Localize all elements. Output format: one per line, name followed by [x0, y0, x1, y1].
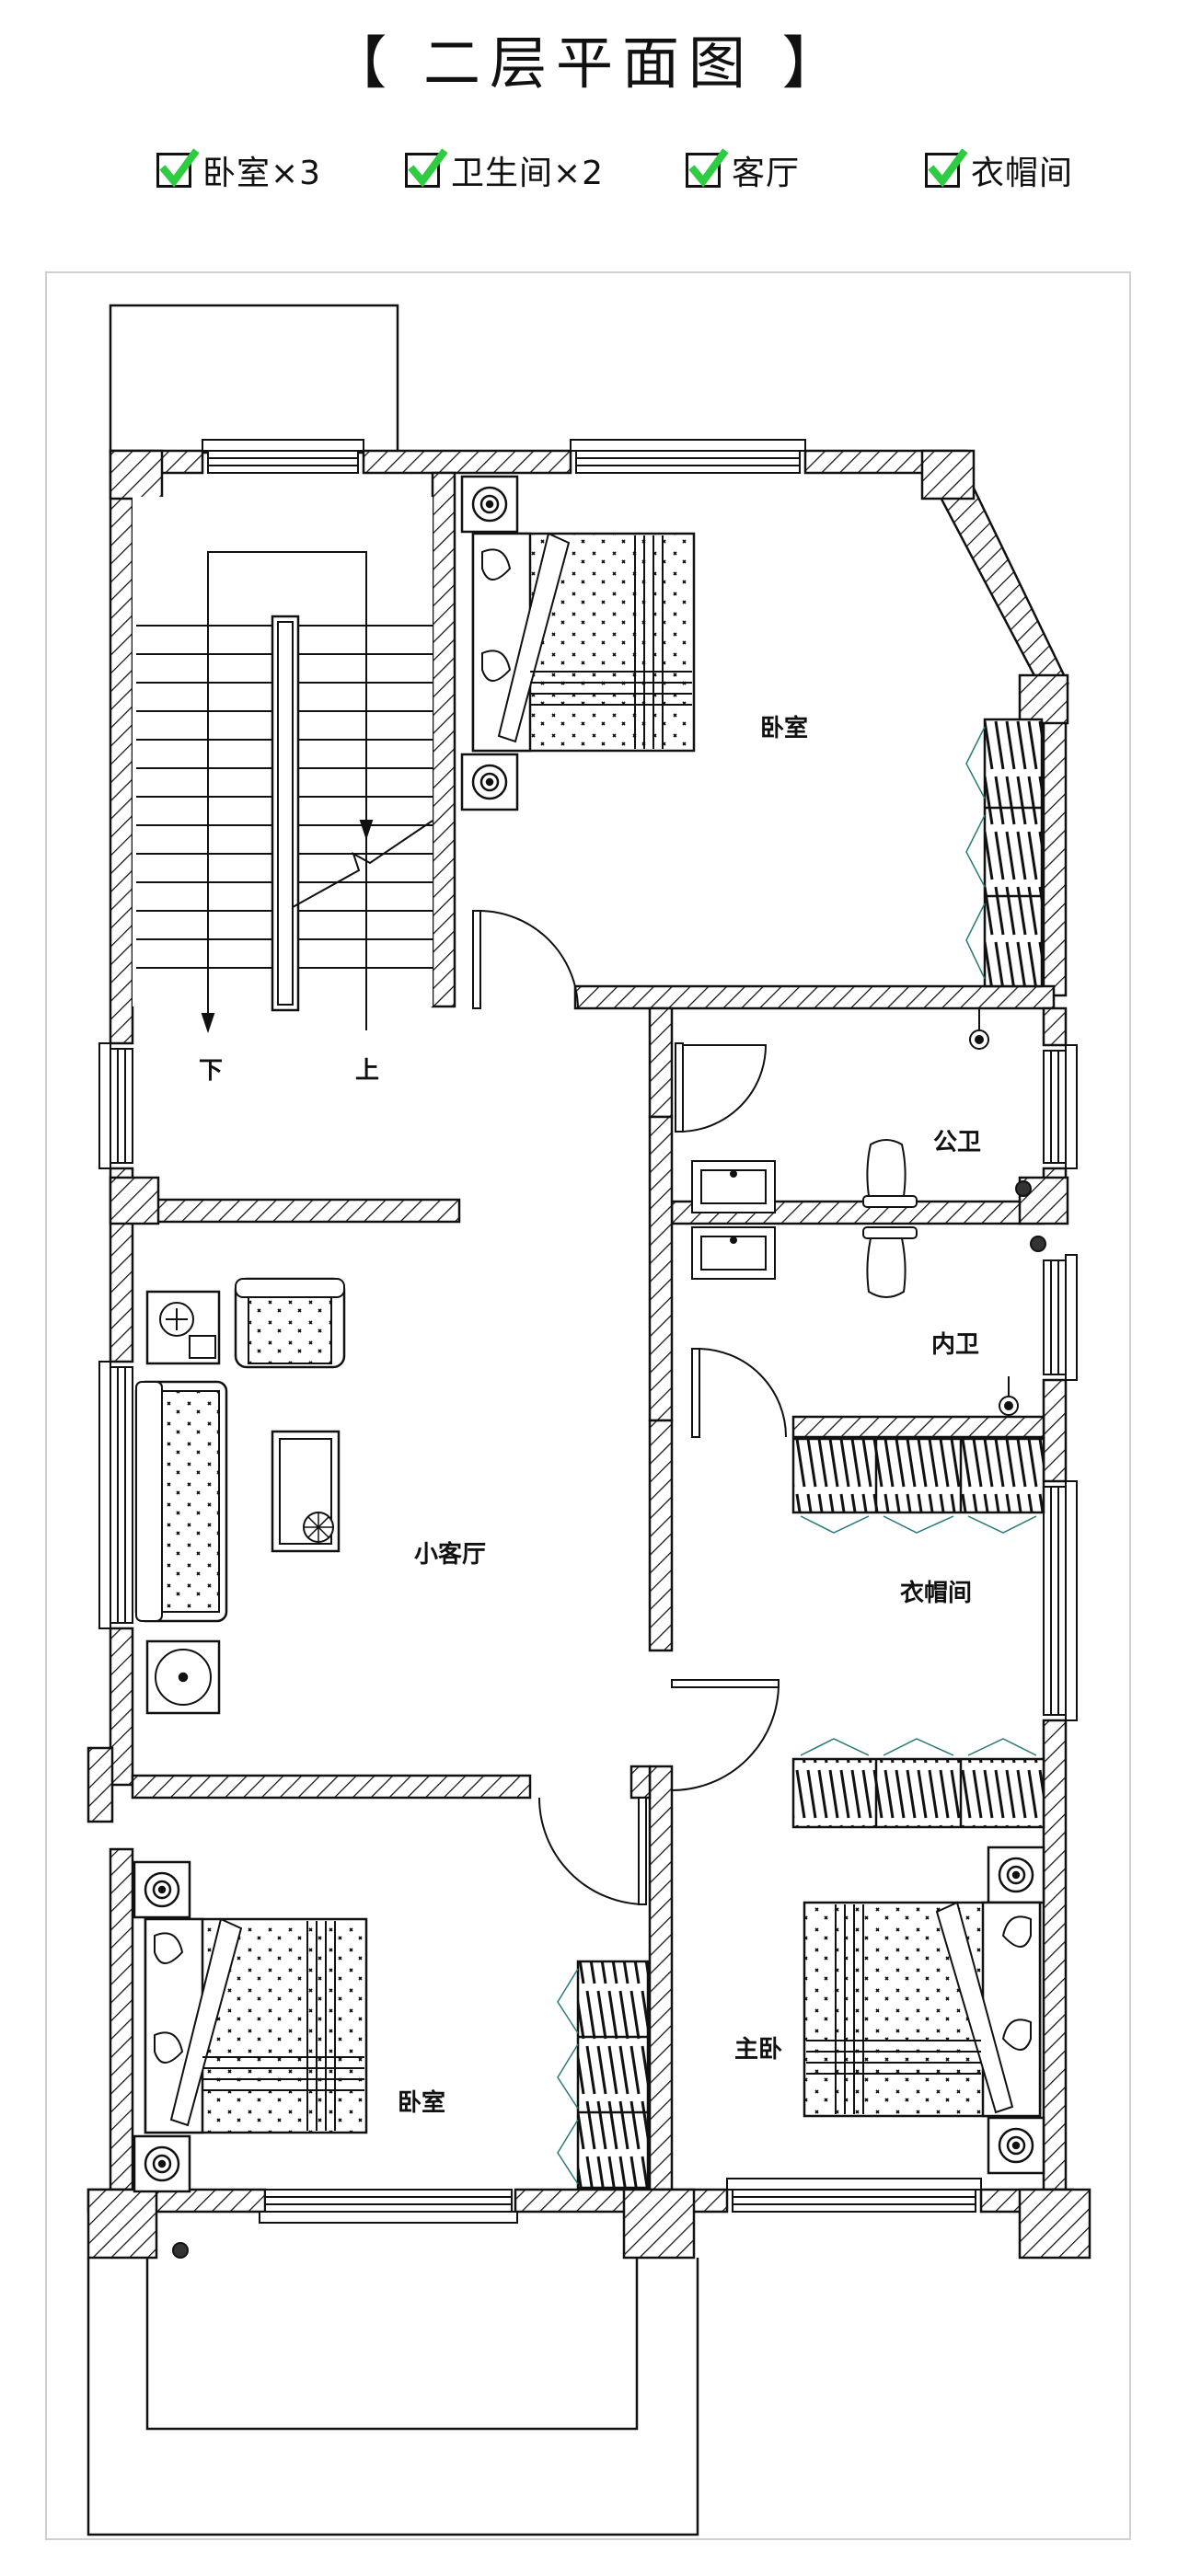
bed-master — [803, 1846, 1045, 2175]
windows — [98, 439, 1078, 2224]
closet-rack-upper — [791, 1437, 1045, 1514]
top-balcony — [109, 304, 399, 454]
checkbox-icon — [156, 148, 200, 188]
feature-label: 衣帽间 — [971, 155, 1074, 192]
living-furniture — [134, 1277, 346, 1715]
nightstand — [460, 753, 519, 811]
label-bedroom-bottom: 卧室 — [398, 2088, 445, 2117]
wardrobe-top-bedroom — [983, 718, 1044, 988]
stair-treads — [136, 625, 433, 969]
toilet-inner — [866, 1237, 907, 1298]
plan-title: 【 二层平面图 】 — [329, 29, 849, 97]
feature-item: 卫生间×2 — [405, 143, 604, 198]
bottom-balcony — [87, 2258, 699, 2536]
feature-item: 衣帽间 — [925, 143, 1073, 198]
staircase — [133, 497, 433, 1034]
label-public-bath: 公卫 — [933, 1129, 981, 1156]
doors — [472, 910, 787, 1905]
label-master: 主卧 — [734, 2036, 782, 2064]
wardrobe-bottom-bedroom — [576, 1960, 650, 2190]
checkbox-icon — [405, 148, 448, 188]
label-inner-bath: 内卫 — [931, 1331, 979, 1359]
feature-label: 卧室×3 — [202, 155, 322, 192]
label-stairs-up: 上 — [355, 1057, 379, 1085]
feature-item: 卧室×3 — [156, 143, 321, 198]
wardrobes — [576, 718, 1045, 2190]
checkbox-icon — [686, 148, 729, 188]
label-closet: 衣帽间 — [900, 1579, 972, 1607]
label-living: 小客厅 — [414, 1540, 486, 1569]
toilet-public — [866, 1139, 907, 1197]
feature-label: 卫生间×2 — [451, 155, 605, 192]
label-bedroom-top: 卧室 — [760, 714, 808, 742]
walls — [87, 449, 1091, 2260]
bed-top — [460, 475, 696, 811]
bed-bottom — [133, 1860, 368, 2193]
drawing-frame — [45, 271, 1131, 2540]
checkbox-icon — [925, 148, 968, 188]
label-stairs-down: 下 — [199, 1057, 223, 1085]
closet-rack-lower — [791, 1757, 1045, 1829]
bathroom-fixtures — [172, 1008, 1046, 2259]
feature-list: 卧室×3 卫生间×2 客厅 衣帽间 — [0, 143, 1178, 207]
feature-item: 客厅 — [686, 143, 800, 198]
feature-label: 客厅 — [732, 155, 801, 192]
room-labels: 卧室 公卫 内卫 小客厅 衣帽间 主卧 卧室 下 上 — [199, 714, 981, 2117]
wardrobe-door-swings — [557, 726, 1037, 2185]
